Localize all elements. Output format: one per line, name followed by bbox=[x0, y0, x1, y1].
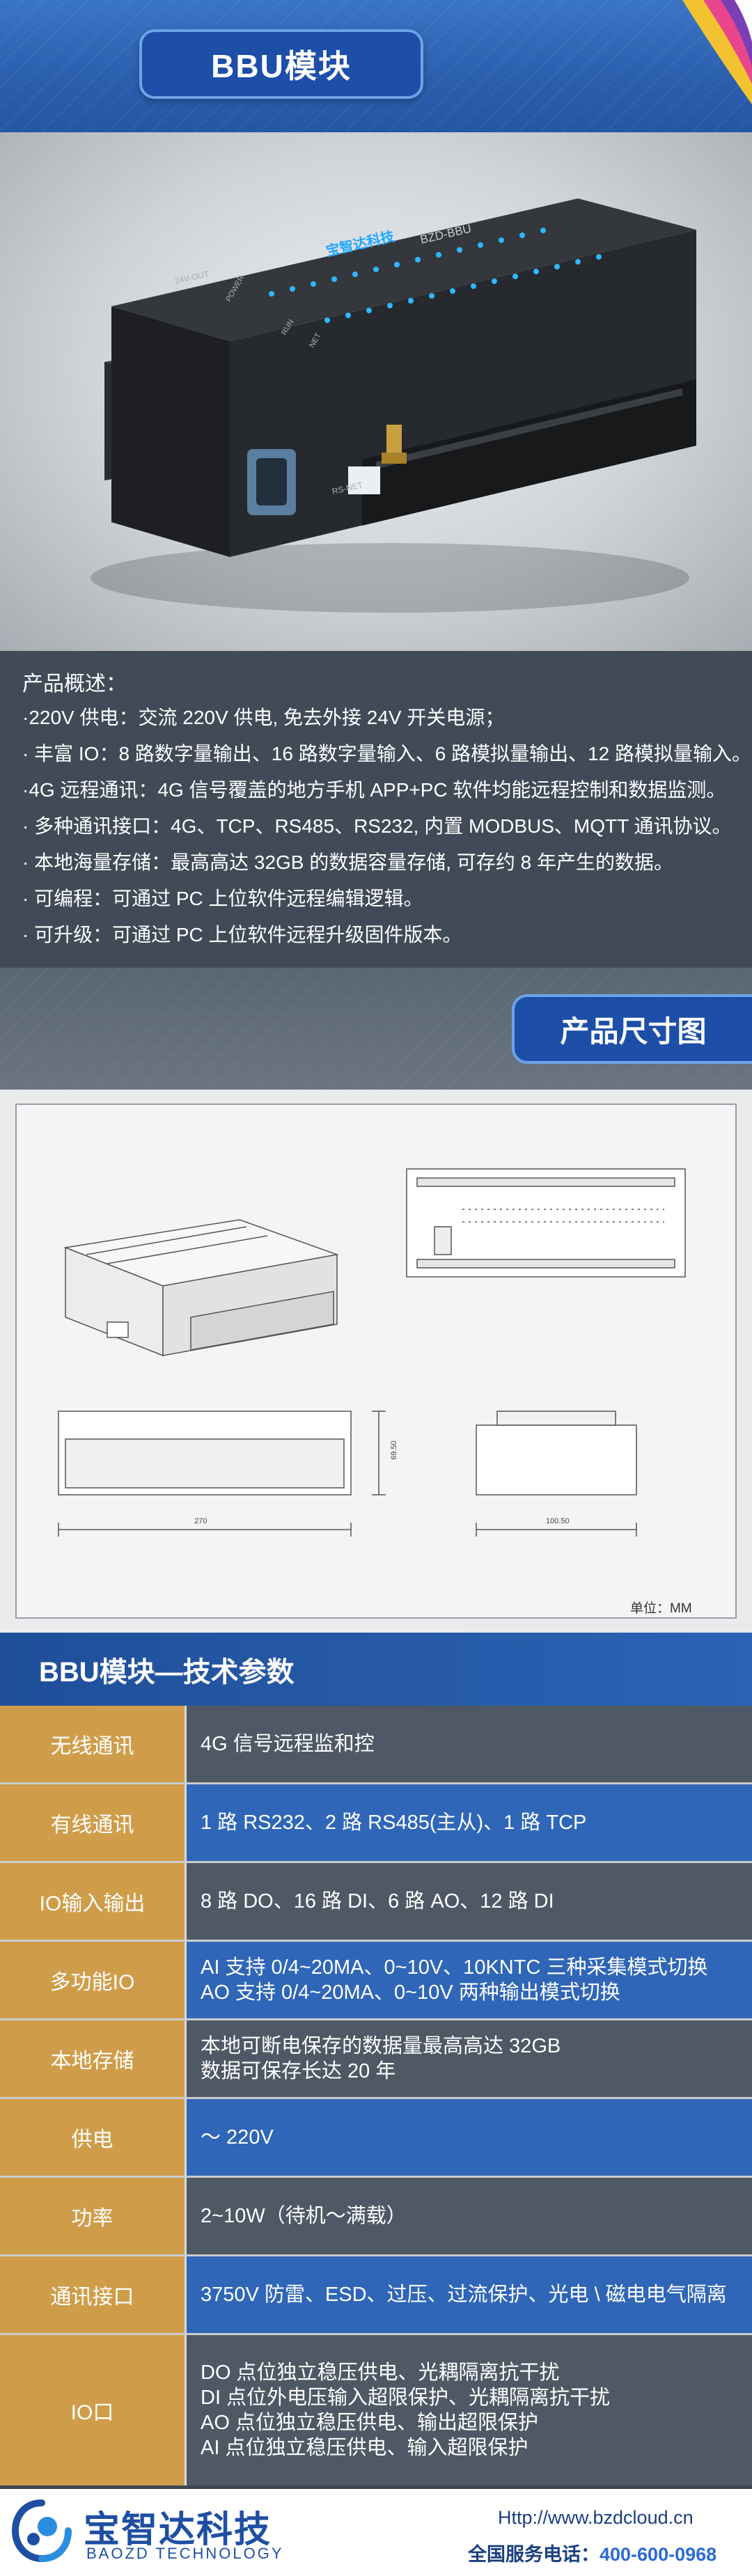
dimension-title: 产品尺寸图 bbox=[512, 994, 752, 1064]
front-view bbox=[58, 1411, 386, 1537]
spec-value-line: DI 点位外电压输入超限保护、光耦隔离抗干扰 bbox=[201, 2387, 611, 2409]
led-indicator-row bbox=[269, 228, 602, 323]
spec-value: 本地可断电保存的数据量最高高达 32GB 数据可保存长达 20 年 bbox=[187, 2020, 752, 2097]
spec-row: 功率 2~10W（待机～满载） bbox=[0, 2178, 752, 2256]
spec-value-line: AO 点位独立稳压供电、输出超限保护 bbox=[201, 2412, 538, 2434]
spec-row: 多功能IO AI 支持 0/4~20MA、0~10V、10KNTC 三种采集模式… bbox=[0, 1942, 752, 2020]
terminal-block-row bbox=[376, 388, 682, 469]
spec-value: 4G 信号远程监和控 bbox=[187, 1706, 752, 1782]
top-view bbox=[406, 1168, 686, 1278]
spec-label: IO口 bbox=[0, 2335, 187, 2485]
product-overview: 产品概述： ·220V 供电：交流 220V 供电, 免去外接 24V 开关电源… bbox=[0, 651, 752, 968]
spec-label: 供电 bbox=[0, 2099, 187, 2176]
service-phone: 全国服务电话：400-600-0968 bbox=[468, 2539, 716, 2566]
drawing-frame: 270 69.50 100.50 bbox=[15, 1104, 737, 1619]
overview-line: ·220V 供电：交流 220V 供电, 免去外接 24V 开关电源； bbox=[22, 707, 505, 728]
spec-row: IO口 DO 点位独立稳压供电、光耦隔离抗干扰 DI 点位外电压输入超限保护、光… bbox=[0, 2335, 752, 2485]
spec-table: 无线通讯 4G 信号远程监和控 有线通讯 1 路 RS232、2 路 RS485… bbox=[0, 1706, 752, 2485]
port-label-24v-out: 24V-OUT bbox=[174, 269, 211, 286]
spec-value: 2~10W（待机～满载） bbox=[187, 2178, 752, 2254]
spec-value-line: 本地可断电保存的数据量最高高达 32GB bbox=[201, 2035, 561, 2057]
spec-value: 1 路 RS232、2 路 RS485(主从)、1 路 TCP bbox=[187, 1784, 752, 1861]
overview-line: · 本地海量存储：最高高达 32GB 的数据容量存储, 可存约 8 年产生的数据… bbox=[22, 851, 673, 873]
dimension-height-label: 69.50 bbox=[389, 1440, 398, 1460]
dimension-unit-label: 单位：MM bbox=[630, 1601, 692, 1616]
product-photo: 宝智达科技 BZD-BBU 24V-OUT POWER RUN NET RS-N… bbox=[0, 132, 752, 651]
spec-label: 功率 bbox=[0, 2178, 187, 2254]
spec-row: 有线通讯 1 路 RS232、2 路 RS485(主从)、1 路 TCP bbox=[0, 1784, 752, 1863]
spec-value-line: 1 路 RS232、2 路 RS485(主从)、1 路 TCP bbox=[201, 1812, 587, 1834]
spec-value: AI 支持 0/4~20MA、0~10V、10KNTC 三种采集模式切换 AO … bbox=[187, 1942, 752, 2018]
overview-line: · 丰富 IO：8 路数字量输出、16 路数字量输入、6 路模拟量输出、12 路… bbox=[22, 743, 751, 764]
spec-label: 本地存储 bbox=[0, 2020, 187, 2097]
spec-value-line: DO 点位独立稳压供电、光耦隔离抗干扰 bbox=[201, 2362, 560, 2384]
overview-line: · 可编程：可通过 PC 上位软件远程编辑逻辑。 bbox=[22, 888, 423, 909]
spec-label: IO输入输出 bbox=[0, 1863, 187, 1940]
spec-label: 有线通讯 bbox=[0, 1784, 187, 1861]
page-footer: 宝智达科技 BAOZD TECHNOLOGY Http://www.bzdclo… bbox=[0, 2489, 752, 2576]
spec-value: 8 路 DO、16 路 DI、6 路 AO、12 路 DI bbox=[187, 1863, 752, 1940]
bbu-device-illustration: 宝智达科技 BZD-BBU 24V-OUT POWER RUN NET RS-N… bbox=[91, 198, 696, 613]
overview-line: · 可升级：可通过 PC 上位软件远程升级固件版本。 bbox=[22, 924, 462, 945]
antenna-connector-icon bbox=[382, 425, 407, 464]
service-phone-label: 全国服务电话： bbox=[468, 2544, 600, 2565]
brand-name-en: BAOZD TECHNOLOGY bbox=[86, 2545, 284, 2562]
dimension-drawing: 270 69.50 100.50 单位：MM bbox=[0, 1090, 752, 1633]
spec-value: DO 点位独立稳压供电、光耦隔离抗干扰 DI 点位外电压输入超限保护、光耦隔离抗… bbox=[187, 2335, 752, 2485]
corner-ribbon-decoration bbox=[682, 0, 752, 104]
company-logo-icon bbox=[11, 2499, 72, 2562]
isometric-view bbox=[63, 1219, 339, 1357]
spec-value-line: ～ 220V bbox=[201, 2126, 274, 2149]
side-view bbox=[476, 1411, 637, 1537]
spec-value-line: 8 路 DO、16 路 DI、6 路 AO、12 路 DI bbox=[201, 1890, 554, 1913]
spec-value: 3750V 防雷、ESD、过压、过流保护、光电 \ 磁电电气隔离 bbox=[187, 2256, 752, 2333]
spec-label: 无线通讯 bbox=[0, 1706, 187, 1782]
page-header: BBU模块 bbox=[0, 0, 752, 132]
service-phone-number[interactable]: 400-600-0968 bbox=[600, 2544, 717, 2565]
page-title: BBU模块 bbox=[139, 29, 423, 99]
dimension-depth-label: 100.50 bbox=[546, 1517, 570, 1525]
overview-line: ·4G 远程通讯：4G 信号覆盖的地方手机 APP+PC 软件均能远程控制和数据… bbox=[22, 779, 726, 801]
spec-value-line: AI 支持 0/4~20MA、0~10V、10KNTC 三种采集模式切换 bbox=[201, 1956, 708, 1979]
spec-value-line: 4G 信号远程监和控 bbox=[201, 1733, 375, 1755]
technical-drawing bbox=[58, 1168, 686, 1537]
spec-section-title: BBU模块—技术参数 bbox=[0, 1633, 752, 1706]
db9-port-icon bbox=[247, 449, 296, 515]
website-link[interactable]: Http://www.bzdcloud.cn bbox=[498, 2507, 694, 2528]
dimension-width-label: 270 bbox=[194, 1517, 207, 1525]
spec-row: 本地存储 本地可断电保存的数据量最高高达 32GB 数据可保存长达 20 年 bbox=[0, 2020, 752, 2099]
spec-value-line: 数据可保存长达 20 年 bbox=[201, 2060, 396, 2082]
spec-row: IO输入输出 8 路 DO、16 路 DI、6 路 AO、12 路 DI bbox=[0, 1863, 752, 1942]
spec-value-line: AO 支持 0/4~20MA、0~10V 两种输出模式切换 bbox=[201, 1981, 620, 2004]
spec-row: 通讯接口 3750V 防雷、ESD、过压、过流保护、光电 \ 磁电电气隔离 bbox=[0, 2256, 752, 2335]
dimension-section-header: 产品尺寸图 bbox=[0, 968, 752, 1090]
spec-row: 无线通讯 4G 信号远程监和控 bbox=[0, 1706, 752, 1784]
ethernet-port-icon bbox=[348, 466, 380, 494]
spec-value: ～ 220V bbox=[187, 2099, 752, 2176]
overview-title: 产品概述： bbox=[22, 673, 127, 696]
brand-name-cn: 宝智达科技 bbox=[84, 2510, 272, 2550]
spec-value-line: 2~10W（待机～满载） bbox=[201, 2205, 407, 2227]
spec-label: 多功能IO bbox=[0, 1942, 187, 2018]
overview-line: · 多种通讯接口：4G、TCP、RS485、RS232, 内置 MODBUS、M… bbox=[22, 815, 732, 837]
spec-value-line: AI 点位独立稳压供电、输入超限保护 bbox=[201, 2437, 528, 2459]
spec-row: 供电 ～ 220V bbox=[0, 2099, 752, 2178]
spec-label: 通讯接口 bbox=[0, 2256, 187, 2333]
spec-value-line: 3750V 防雷、ESD、过压、过流保护、光电 \ 磁电电气隔离 bbox=[201, 2284, 727, 2306]
